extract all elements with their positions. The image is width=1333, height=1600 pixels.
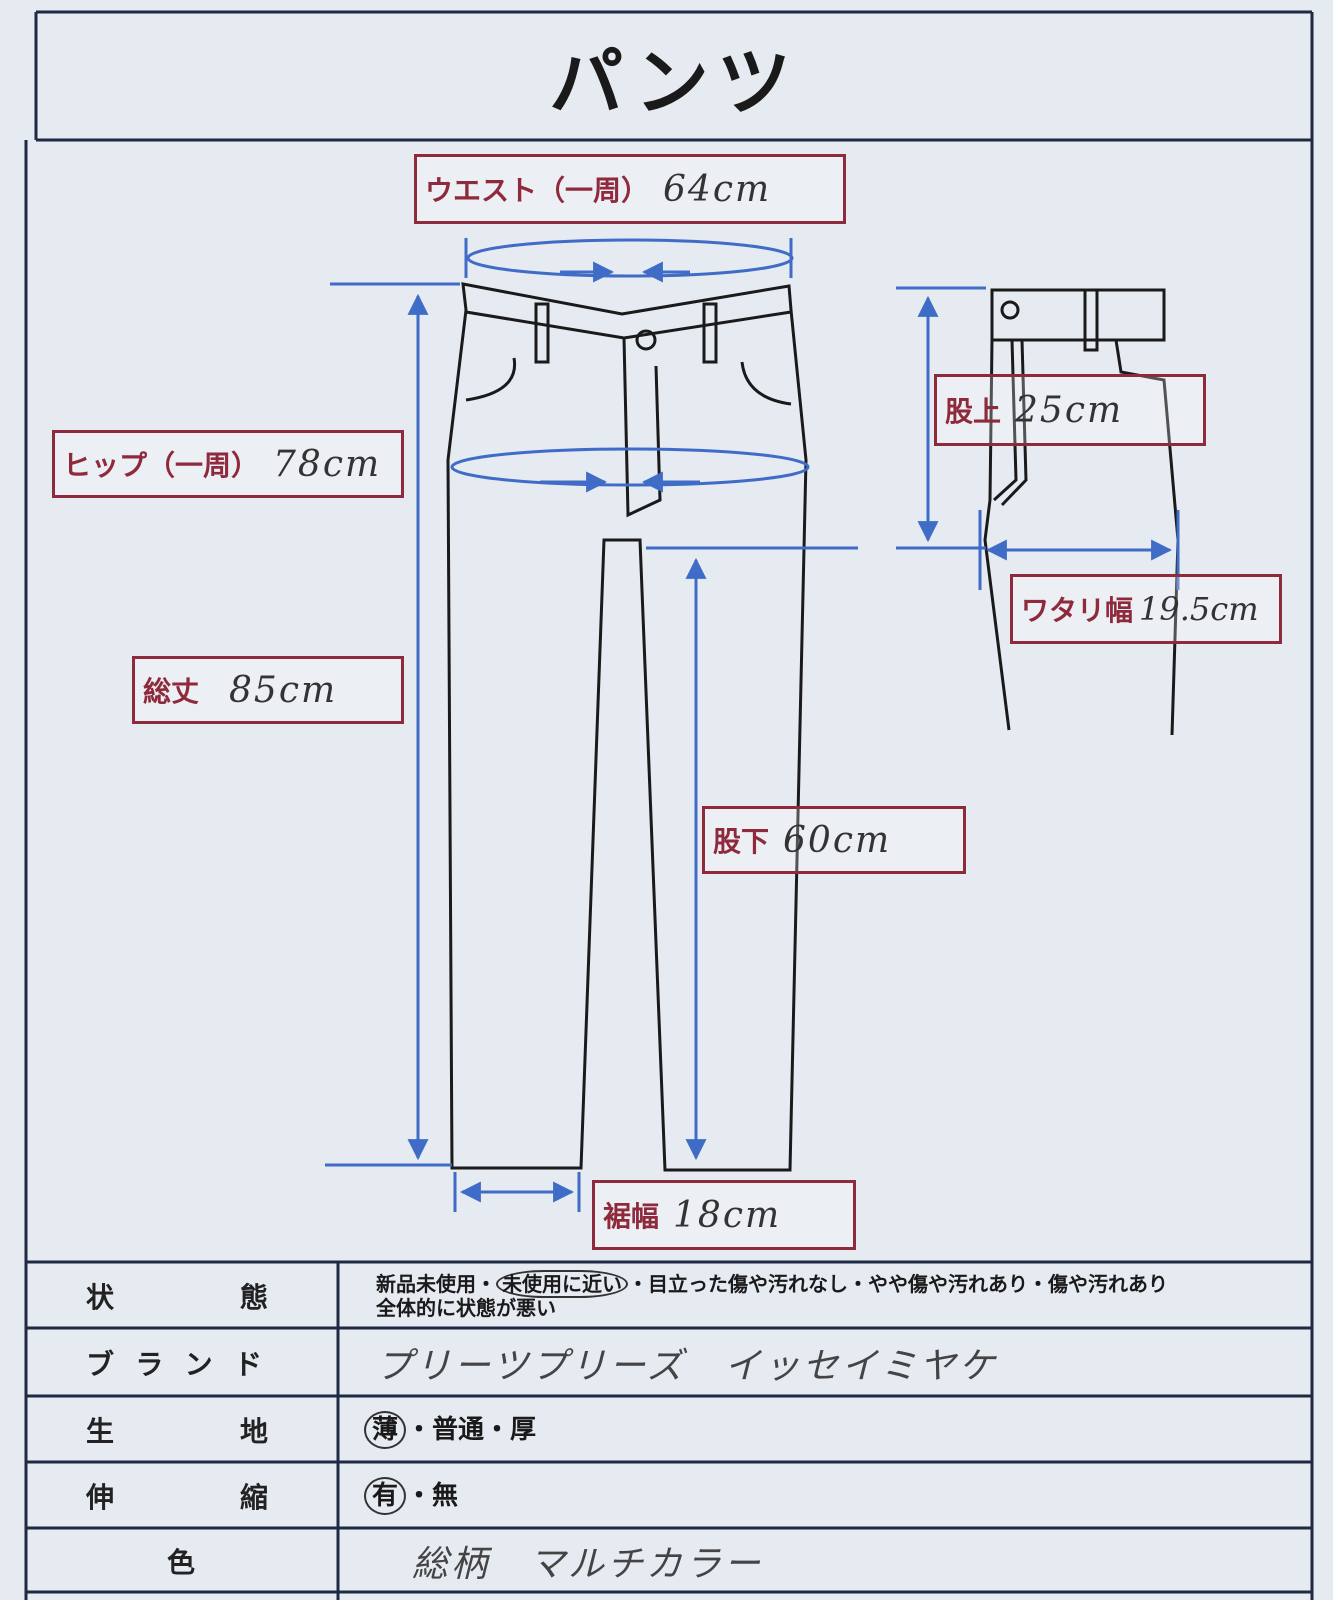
row-color: 色 総柄 マルチカラー (24, 1530, 1312, 1592)
condition-opt-near-new-circled: 未使用に近い (496, 1270, 628, 1298)
row-condition: 状 態 新品未使用・未使用に近い・目立った傷や汚れなし・やや傷や汚れあり・傷や汚… (24, 1264, 1312, 1328)
row-fabric-value: 薄・普通・厚 (358, 1398, 1312, 1462)
fabric-label-b: 地 (239, 1415, 268, 1448)
stretch-label-a: 伸 (86, 1481, 115, 1514)
row-stretch-label: 伸 縮 (24, 1464, 338, 1528)
inseam-value: 60cm (783, 819, 892, 861)
rise-label: 股上 (945, 395, 1002, 428)
row-brand-label: ブ ラ ン ド (24, 1330, 338, 1396)
frame-lines (24, 10, 1314, 1600)
page-title: パンツ (549, 39, 799, 126)
brand-label-1: ラ (135, 1348, 164, 1381)
inseam-box: 股下 60cm (702, 806, 966, 874)
brand-label-3: ド (233, 1348, 262, 1381)
stretch-opt-yes-circled: 有 (364, 1477, 407, 1515)
condition-sep: ・ (476, 1272, 496, 1296)
row-brand: ブ ラ ン ド プリーツプリーズ イッセイミヤケ (24, 1330, 1312, 1396)
waist-value: 64cm (663, 168, 772, 210)
condition-opt-rest-1: ・目立った傷や汚れなし・やや傷や汚れあり・傷や汚れあり (628, 1272, 1168, 1296)
hip-label: ヒップ（一周） (63, 449, 260, 482)
waist-box: ウエスト（一周） 64cm (414, 154, 846, 224)
total-length-label: 総丈 (143, 675, 200, 708)
rise-box: 股上 25cm (934, 374, 1206, 446)
row-condition-value: 新品未使用・未使用に近い・目立った傷や汚れなし・やや傷や汚れあり・傷や汚れあり … (358, 1264, 1312, 1328)
pants-side-outline (983, 288, 1180, 736)
stretch-label-b: 縮 (239, 1481, 268, 1514)
total-length-box: 総丈 85cm (132, 656, 404, 724)
stretch-opt-rest: ・無 (406, 1481, 459, 1511)
brand-label-0: ブ (86, 1348, 115, 1381)
row-brand-value: プリーツプリーズ イッセイミヤケ (358, 1330, 1312, 1396)
rise-value: 25cm (1015, 389, 1124, 431)
stretch-options: 有・無 (364, 1477, 459, 1515)
fabric-label-a: 生 (86, 1415, 115, 1448)
hem-value: 18cm (673, 1194, 782, 1236)
thigh-value: 19.5cm (1139, 590, 1259, 628)
hem-box: 裾幅 18cm (592, 1180, 856, 1250)
row-fabric-label: 生 地 (24, 1398, 338, 1462)
row-condition-label: 状 態 (24, 1264, 338, 1328)
condition-label-a: 状 (86, 1281, 115, 1314)
row-color-label: 色 (166, 1546, 195, 1579)
fabric-opt-thin-circled: 薄 (364, 1411, 407, 1449)
condition-options: 新品未使用・未使用に近い・目立った傷や汚れなし・やや傷や汚れあり・傷や汚れあり … (376, 1270, 1168, 1320)
thigh-label: ワタリ幅 (1021, 594, 1134, 627)
color-value: 総柄 マルチカラー (412, 1544, 764, 1585)
brand-value: プリーツプリーズ イッセイミヤケ (376, 1346, 998, 1387)
hem-label: 裾幅 (603, 1200, 660, 1233)
total-length-value: 85cm (229, 669, 338, 711)
thigh-box: ワタリ幅 19.5cm (1010, 574, 1282, 644)
condition-opt-rest-2: 全体的に状態が悪い (376, 1296, 556, 1320)
measurement-arrows (325, 238, 1180, 1212)
waist-label: ウエスト（一周） (425, 174, 650, 207)
row-color-value: 総柄 マルチカラー (358, 1530, 1312, 1592)
row-stretch-value: 有・無 (358, 1464, 1312, 1528)
fabric-options: 薄・普通・厚 (364, 1411, 537, 1449)
hip-box: ヒップ（一周） 78cm (52, 430, 404, 498)
row-stretch: 伸 縮 有・無 (24, 1464, 1312, 1528)
fabric-opt-rest: ・普通・厚 (406, 1415, 537, 1445)
condition-opt-new: 新品未使用 (376, 1272, 476, 1296)
condition-label-b: 態 (239, 1281, 268, 1314)
hip-value: 78cm (273, 443, 382, 485)
row-fabric: 生 地 薄・普通・厚 (24, 1398, 1312, 1462)
inseam-label: 股下 (713, 825, 770, 858)
brand-label-2: ン (184, 1348, 213, 1381)
pants-front-outline (446, 282, 808, 1172)
